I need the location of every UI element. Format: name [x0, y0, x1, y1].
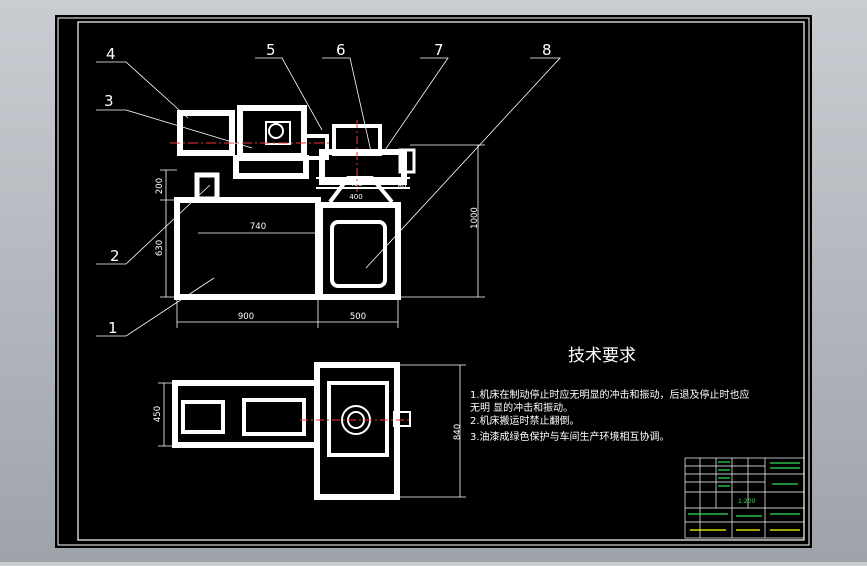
dim-200: 200: [155, 178, 165, 194]
dim-80: 80: [398, 182, 407, 190]
column-left: [194, 172, 220, 202]
dim-840: 840: [453, 424, 463, 440]
front-view: [174, 105, 416, 300]
tailstock: [398, 148, 416, 174]
leader-lines: [96, 57, 561, 337]
top-gear: [242, 398, 306, 436]
front-dimensions: [160, 144, 485, 328]
dim-630: 630: [155, 240, 165, 256]
dim-500: 500: [350, 312, 366, 322]
motor-box: [177, 110, 235, 156]
dim-900: 900: [238, 312, 254, 322]
chuck-head: [301, 134, 329, 160]
balloon-8: 8: [542, 41, 552, 59]
dim-400-a: 400: [349, 180, 362, 188]
tech-title: 技术要求: [568, 346, 636, 366]
top-frame-right: [314, 362, 400, 500]
balloon-4: 4: [106, 45, 116, 63]
tech-note-3: 3.油漆成绿色保护与车间生产环境相互协调。: [470, 430, 670, 443]
title-block-scale: 1:200: [738, 498, 755, 505]
sheet-background: [55, 15, 812, 548]
tech-requirements: 技术要求 1.机床在制动停止时应无明显的冲击和振动，后退及停止时也应 无明 显的…: [470, 346, 750, 443]
balloon-2: 2: [110, 247, 120, 265]
cabinet-inner: [330, 220, 387, 288]
top-view-detail: [300, 405, 412, 435]
balloon-labels: 4 3 5 6 7 8 2 1: [104, 41, 552, 337]
top-view: [172, 362, 400, 500]
base-frame-right: [317, 202, 401, 300]
balloon-6: 6: [336, 41, 346, 59]
balloon-7: 7: [434, 41, 444, 59]
pedestal: [233, 155, 309, 179]
sheet-border-outer: [57, 17, 810, 546]
tech-note-1: 1.机床在制动停止时应无明显的冲击和振动，后退及停止时也应: [470, 388, 750, 401]
front-view-detail: [170, 120, 410, 195]
title-block: [684, 457, 805, 539]
title-block-marks: [688, 461, 800, 531]
top-dimensions: [158, 364, 466, 498]
front-dim-labels: 200 630 740 1000 900 500 400 400 80: [155, 178, 480, 322]
tech-note-1b: 无明 显的冲击和振动。: [470, 401, 573, 414]
dim-740: 740: [250, 222, 266, 232]
dim-450: 450: [153, 406, 163, 422]
top-dim-labels: 450 840: [153, 406, 463, 440]
sheet-border-inner: [77, 21, 805, 541]
dim-1000: 1000: [470, 207, 480, 229]
balloon-5: 5: [266, 41, 276, 59]
balloon-1: 1: [108, 319, 118, 337]
top-inner-block: [327, 381, 389, 457]
tech-note-2: 2.机床搬运时禁止翻倒。: [470, 414, 580, 427]
balloon-3: 3: [104, 92, 114, 110]
top-motor: [181, 400, 225, 434]
dim-400-b: 400: [349, 193, 362, 201]
